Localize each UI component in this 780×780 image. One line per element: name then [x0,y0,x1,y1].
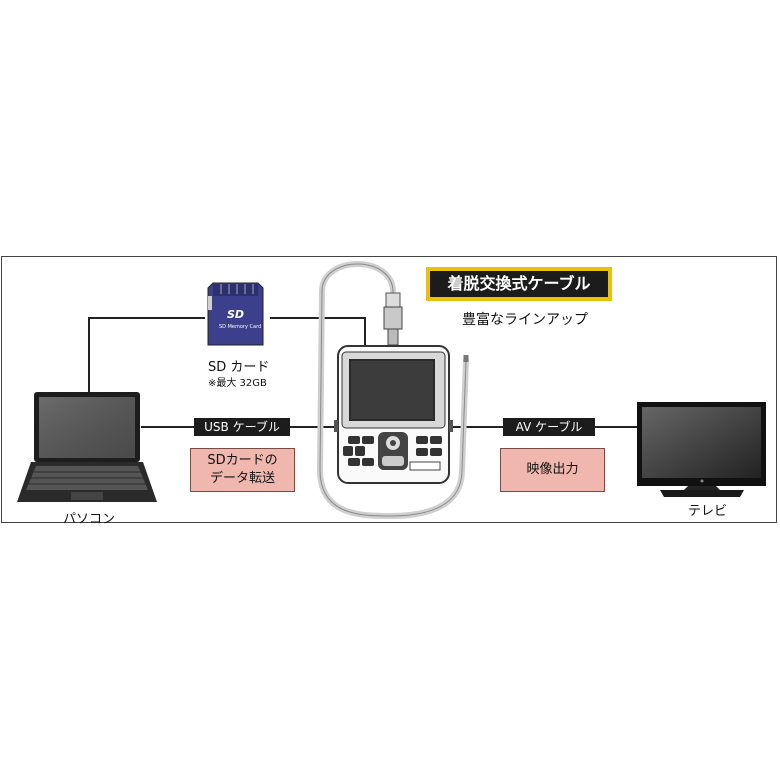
tv-label: テレビ [688,504,728,519]
pc-label: パソコン [63,512,116,527]
inspection-camera-icon [334,345,453,484]
cable-connector-icon [383,292,403,346]
sd-card-logo: SD [227,308,244,321]
sd-to-device-line [270,317,366,346]
sd-transfer-line1: SDカードの [207,453,278,468]
video-output-box: 映像出力 [500,448,605,492]
cable-title-badge: 着脱交換式ケーブル [426,267,612,301]
usb-cable-label: USB ケーブル [194,418,290,436]
sd-card-label: SD カード [208,360,270,375]
laptop-icon [17,392,157,502]
sd-transfer-box: SDカードの データ転送 [190,448,295,492]
sd-transfer-line2: データ転送 [209,471,275,486]
av-cable-label: AV ケーブル [503,418,595,436]
sd-card-text: SD Memory Card [219,324,261,330]
tv-icon [637,402,766,497]
sd-card-icon: SD SD Memory Card [207,282,264,346]
cable-subtitle: 豊富なラインアップ [462,312,588,328]
sd-card-note: ※最大 32GB [208,378,267,389]
sd-to-pc-line [88,317,205,396]
